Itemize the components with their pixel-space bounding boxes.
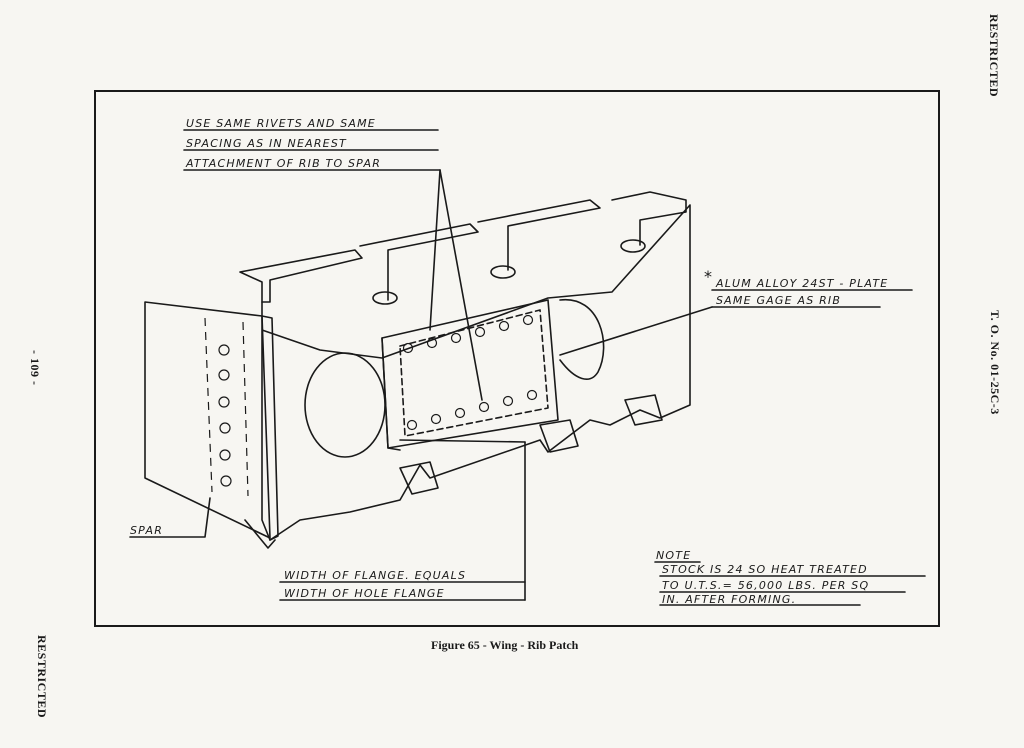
- plate-rivet: [454, 407, 466, 419]
- plate-rivet: [502, 395, 514, 407]
- plate-rivet: [450, 332, 462, 344]
- top-flange-4: [611, 191, 687, 246]
- plate-rivet: [474, 326, 486, 338]
- spar: [144, 301, 271, 539]
- note-line-2: TO U.T.S.= 56,000 LBS. PER SQ: [662, 579, 869, 592]
- plate-rivet: [430, 413, 442, 425]
- spar-rivet: [218, 344, 230, 356]
- note-title: NOTE: [656, 549, 691, 562]
- spar-rib-line: [242, 321, 249, 497]
- figure-caption: Figure 65 - Wing - Rib Patch: [431, 638, 579, 652]
- callout-flange-line-1: WIDTH OF FLANGE. EQUALS: [284, 569, 466, 582]
- top-flange-1: [239, 249, 363, 303]
- plate-leader: [559, 306, 713, 356]
- callout-flange-line-2: WIDTH OF HOLE FLANGE: [284, 587, 445, 600]
- callout-rivets-line-2: SPACING AS IN NEAREST: [186, 137, 347, 150]
- rivets-leader-2: [439, 169, 483, 401]
- flange-tab-3: [620, 239, 646, 253]
- plate-rivet: [402, 342, 414, 354]
- top-flange-2: [359, 223, 479, 301]
- spar-rivet: [218, 369, 230, 381]
- spar-edge: [261, 315, 279, 541]
- callout-rivets-line-1: USE SAME RIVETS AND SAME: [186, 117, 376, 130]
- spar-rivet: [218, 396, 230, 408]
- callout-plate-line-1: ALUM ALLOY 24ST - PLATE: [715, 277, 888, 290]
- flange-tab-2: [490, 265, 516, 279]
- patch-plate-inner: [399, 309, 549, 437]
- plate-rivet: [522, 314, 534, 326]
- spar-rivet: [219, 449, 231, 461]
- plate-rivet: [426, 337, 438, 349]
- bottom-flange-3: [624, 394, 663, 426]
- spar-centerline: [204, 317, 213, 493]
- flange-leader-2: [399, 439, 526, 443]
- callout-plate-line-2: SAME GAGE AS RIB: [716, 294, 841, 307]
- note-line-1: STOCK IS 24 SO HEAT TREATED: [662, 563, 868, 576]
- spar-foot: [244, 519, 276, 549]
- bottom-flange-2: [539, 419, 579, 453]
- spar-leader: [129, 497, 211, 538]
- plate-rivet: [526, 389, 538, 401]
- plate-rivet: [498, 320, 510, 332]
- note-line-3: IN. AFTER FORMING.: [662, 593, 796, 606]
- callout-rivets-line-3: ATTACHMENT OF RIB TO SPAR: [185, 157, 381, 170]
- plate-rivet: [406, 419, 418, 431]
- figure-frame: [94, 90, 940, 627]
- lightening-hole-right: [559, 299, 605, 380]
- rivets-leader-1: [429, 169, 441, 331]
- top-flange-3: [477, 199, 601, 271]
- spar-rivet: [219, 422, 231, 434]
- plate-rivet: [478, 401, 490, 413]
- patch-plate-edge: [381, 337, 401, 451]
- bottom-flange-1: [399, 461, 439, 495]
- lightening-hole-left: [304, 352, 386, 458]
- rib-web: [261, 204, 691, 541]
- callout-asterisk: *: [704, 267, 713, 286]
- callout-spar: SPAR: [130, 524, 163, 537]
- flange-tab-1: [372, 291, 398, 305]
- spar-rivet: [220, 475, 232, 487]
